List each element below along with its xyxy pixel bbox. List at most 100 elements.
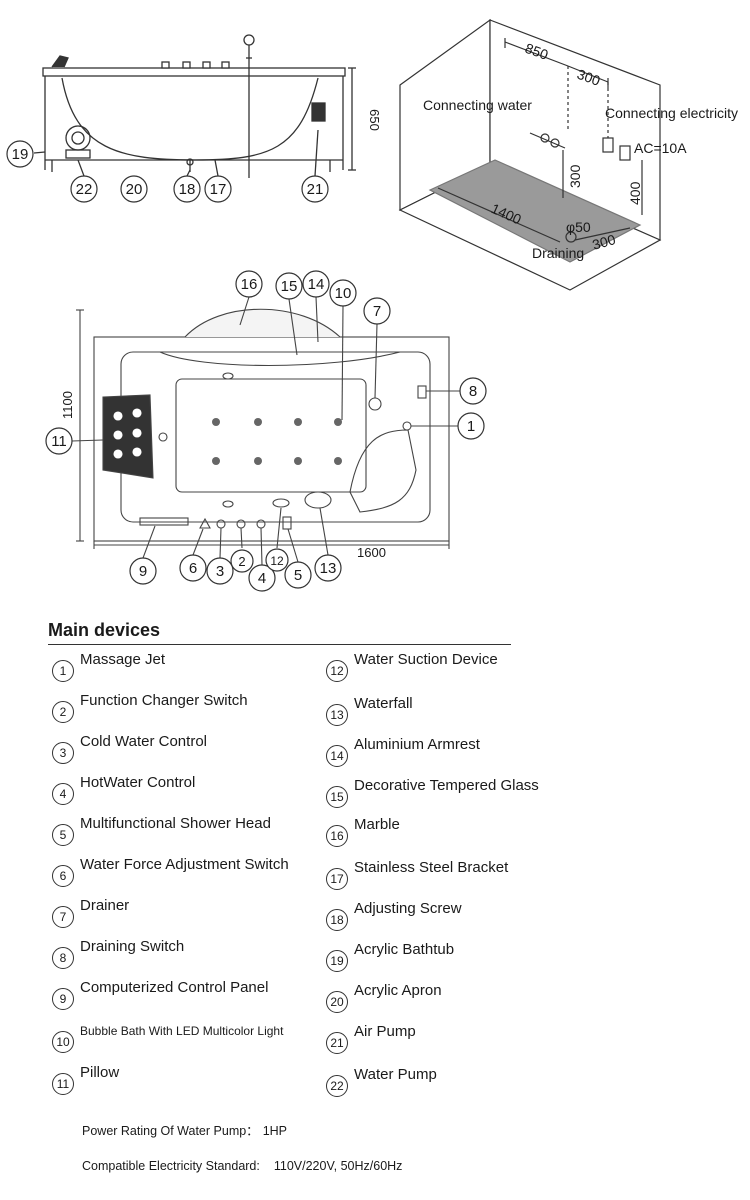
draining-switch: [417, 385, 427, 399]
callout-21: 21: [307, 181, 324, 198]
device-item: 2 Function Changer Switch: [52, 692, 248, 723]
callout-12: 12: [270, 554, 284, 568]
dim-300-drain: 300: [590, 231, 617, 253]
device-number: 5: [52, 824, 74, 846]
plan-view: [71, 296, 460, 566]
side-height-dim: 650: [367, 109, 382, 131]
device-number: 4: [52, 783, 74, 805]
device-number: 7: [52, 906, 74, 928]
air-pump-side: [311, 102, 326, 122]
callout-10: 10: [335, 285, 352, 302]
device-number: 15: [326, 786, 348, 808]
device-label: Stainless Steel Bracket: [354, 859, 509, 876]
device-label: Aluminium Armrest: [354, 736, 480, 753]
draining-label: Draining: [532, 245, 584, 261]
pillow: [102, 394, 154, 479]
device-label: Water Force Adjustment Switch: [80, 856, 289, 873]
connecting-electricity-label: Connecting electricity: [605, 105, 738, 121]
electricity-value: 110V/220V, 50Hz/60Hz: [273, 1159, 403, 1173]
device-number: 2: [52, 701, 74, 723]
callout-13: 13: [320, 560, 337, 577]
connecting-water-label: Connecting water: [423, 97, 532, 113]
device-label: Decorative Tempered Glass: [354, 777, 539, 794]
device-label: Bubble Bath With LED Multicolor Light: [80, 1024, 284, 1038]
device-item: 9 Computerized Control Panel: [52, 979, 268, 1010]
dim-850: 850: [523, 40, 551, 63]
plan-width-dim: 1100: [60, 391, 75, 419]
side-headrest: [51, 55, 69, 68]
callout-14: 14: [308, 276, 325, 293]
device-item: 22 Water Pump: [326, 1066, 437, 1097]
callout-19: 19: [12, 146, 29, 163]
callout-9: 9: [139, 563, 147, 580]
callout-19-circle: [6, 140, 34, 168]
side-elevation-view: [33, 34, 356, 178]
power-socket-2: [619, 145, 631, 161]
device-label: Acrylic Apron: [354, 982, 442, 999]
device-item: 6 Water Force Adjustment Switch: [52, 856, 289, 887]
device-label: Drainer: [80, 897, 130, 914]
callout-21-circle: [301, 175, 329, 203]
main-devices-title: Main devices: [48, 620, 161, 640]
device-label: Water Pump: [354, 1066, 437, 1083]
tub-footprint: [428, 159, 642, 263]
callout-7: 7: [373, 303, 381, 320]
device-number: 12: [326, 660, 348, 682]
tub-floor: [175, 378, 367, 493]
bubble-jets: [212, 418, 342, 465]
callout-22-circle: [70, 175, 98, 203]
device-item: 10 Bubble Bath With LED Multicolor Light: [52, 1022, 283, 1053]
suction-device: [272, 498, 290, 508]
callout-16: 16: [241, 276, 258, 293]
shower-head-side: [243, 34, 255, 46]
device-label: Multifunctional Shower Head: [80, 815, 271, 832]
water-pump-side: [65, 125, 91, 151]
water-inlet-right: [550, 138, 560, 148]
side-callouts: [6, 140, 329, 203]
device-label: Adjusting Screw: [354, 900, 462, 917]
callout-22: 22: [76, 181, 93, 198]
callout-18: 18: [179, 181, 196, 198]
device-number: 11: [52, 1073, 74, 1095]
device-label: Function Changer Switch: [80, 692, 248, 709]
device-number: 14: [326, 745, 348, 767]
device-label: Massage Jet: [80, 651, 166, 668]
device-item: 14 Aluminium Armrest: [326, 736, 480, 767]
power-label: AC=10A: [634, 140, 687, 156]
device-item: 15 Decorative Tempered Glass: [326, 777, 539, 808]
control-panel: [139, 517, 189, 526]
callout-15: 15: [281, 278, 298, 295]
device-number: 9: [52, 988, 74, 1010]
electricity-label: Compatible Electricity Standard:: [82, 1159, 260, 1173]
callout-17: 17: [210, 181, 227, 198]
device-number: 17: [326, 868, 348, 890]
device-number: 22: [326, 1075, 348, 1097]
device-item: 17 Stainless Steel Bracket: [326, 859, 508, 890]
callout-17-circle: [204, 175, 232, 203]
device-label: Air Pump: [354, 1023, 416, 1040]
dim-300-mid: 300: [567, 164, 583, 188]
device-number: 10: [52, 1031, 74, 1053]
device-number: 8: [52, 947, 74, 969]
electricity-spec: Compatible Electricity Standard: 110V/220…: [82, 1159, 402, 1173]
callout-2: 2: [238, 554, 245, 569]
decorative-glass: [159, 351, 401, 367]
tub-basin-curve: [61, 77, 319, 161]
device-number: 6: [52, 865, 74, 887]
device-label: Computerized Control Panel: [80, 979, 269, 996]
tub-rim: [42, 67, 346, 77]
waterfall: [304, 491, 332, 509]
plan-callout-circles: [45, 270, 487, 592]
callout-20-circle: [120, 175, 148, 203]
callout-5: 5: [294, 567, 302, 584]
device-number: 19: [326, 950, 348, 972]
plan-length-dim: 1600: [357, 545, 386, 560]
device-label: Marble: [354, 816, 400, 833]
pump-power-value: 1HP: [262, 1124, 288, 1138]
